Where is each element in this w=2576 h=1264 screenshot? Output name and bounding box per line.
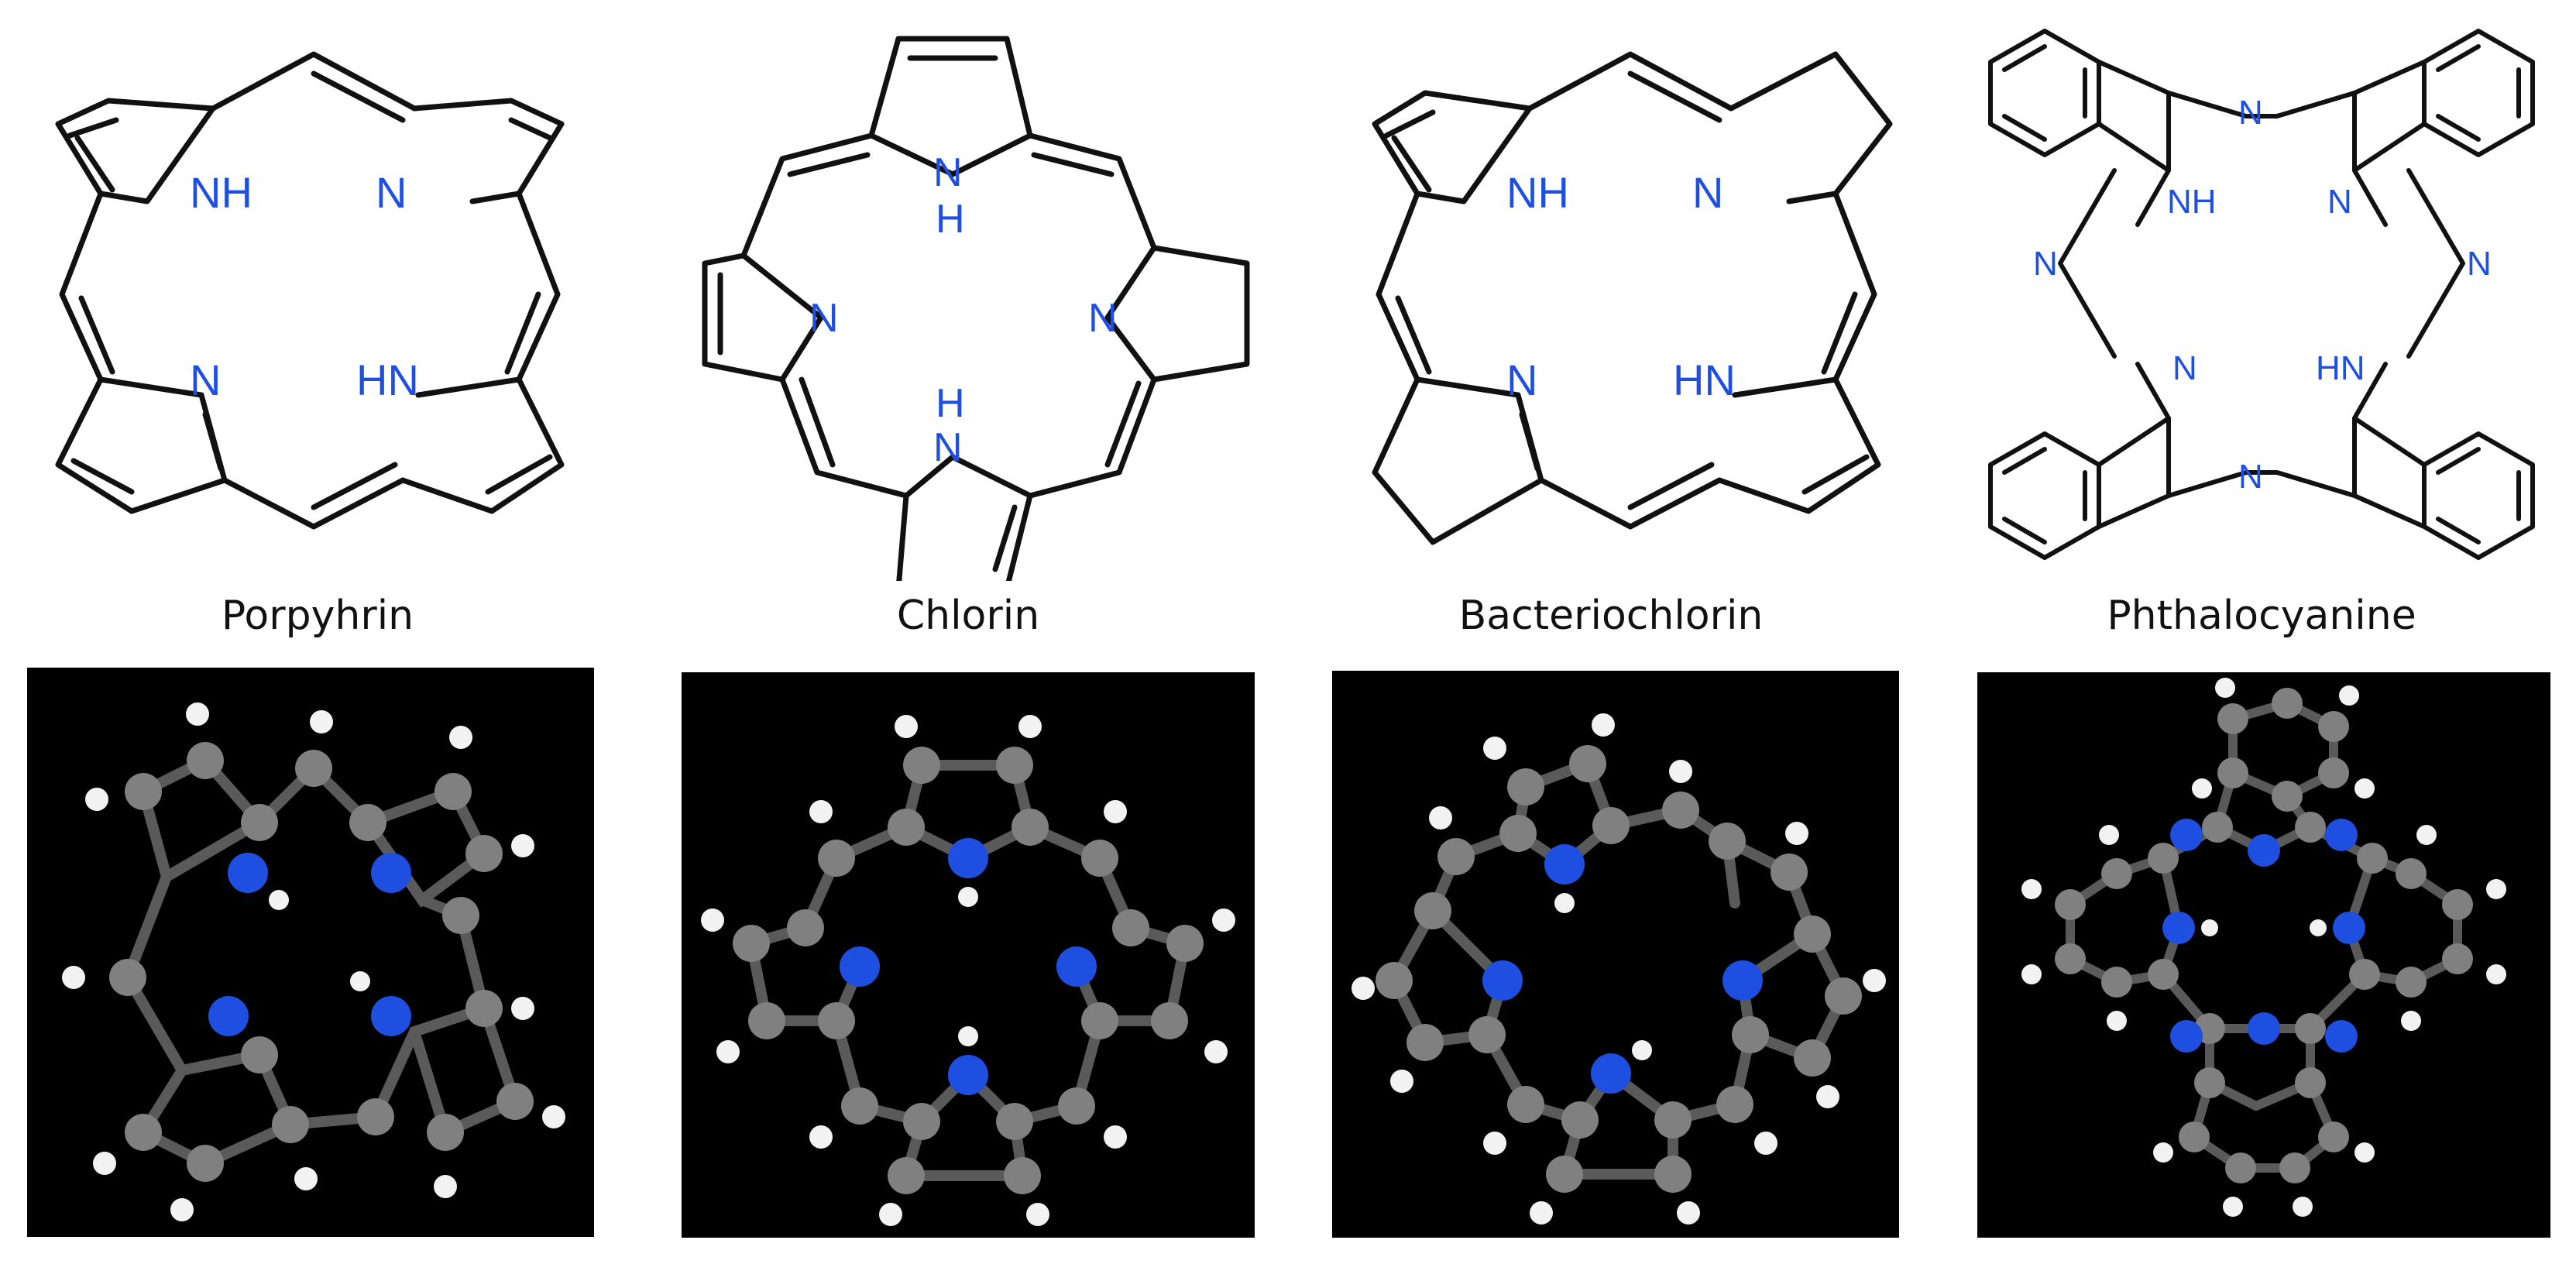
phthalocyanine-n-bridge-left: N [2033,245,2058,283]
chlorin-caption: Chlorin [896,592,1040,639]
bacteriochlorin-n-label-bottom: N [1506,356,1537,404]
phthalocyanine-structure: N NH N N N N HN N [1959,8,2564,581]
porphyrin-nh-label: NH [190,168,252,217]
phthalocyanine-ball-and-stick [2021,678,2506,1217]
bacteriochlorin-nh-label: NH [1506,168,1569,217]
porphyrin-structure: NH N N HN [15,8,604,581]
bacteriochlorin-hn-label: HN [1673,356,1736,404]
chlorin-3d-model [682,672,1255,1238]
phthalocyanine-n-inner-bottom: N [2172,349,2197,387]
porphyrin-hn-label: HN [356,356,419,404]
phthalocyanine-caption: Phthalocyanine [2107,592,2416,639]
bacteriochlorin-n-label-top: N [1692,168,1723,217]
chlorin-structure: N H N N H N [674,8,1262,581]
bacteriochlorin-skeletal-formula: NH N N HN [1372,51,1893,545]
bacteriochlorin-structure: NH N N HN [1332,8,1921,581]
porphyrin-n-label-top: N [376,168,407,217]
porphyrin-ball-and-stick [62,702,565,1221]
porphyrin-caption: Porpyhrin [221,592,414,639]
phthalocyanine-n-bridge-right: N [2467,245,2492,283]
phthalocyanine-hn-inner-bottom: HN [2316,349,2365,387]
bacteriochlorin-ball-and-stick [1352,713,1886,1224]
chlorin-h-label-top: H [936,197,965,242]
bacteriochlorin-3d-model [1332,671,1899,1238]
phthalocyanine-skeletal-formula: N NH N N N N HN N [1988,29,2535,560]
chlorin-ball-and-stick [701,715,1235,1226]
phthalocyanine-3d-model [1977,672,2550,1238]
phthalocyanine-nh-inner-top: NH [2167,183,2217,221]
porphyrin-n-label-bottom: N [190,356,221,404]
chlorin-n-label-top: N [933,150,963,195]
bacteriochlorin-caption: Bacteriochlorin [1458,592,1764,639]
chlorin-n-label-bottom: N [933,425,963,470]
chlorin-n-label-right: N [1088,296,1118,341]
phthalocyanine-n-inner-top: N [2327,183,2352,221]
phthalocyanine-n-bridge-bottom: N [2238,458,2263,496]
porphyrin-skeletal-formula: NH N N HN [55,51,565,530]
chlorin-h-label-bottom: H [936,381,965,426]
chlorin-n-label-left: N [809,296,839,341]
phthalocyanine-n-bridge-top: N [2238,94,2263,132]
chlorin-skeletal-formula: N H N N H N [702,36,1250,581]
porphyrin-3d-model [27,668,594,1237]
